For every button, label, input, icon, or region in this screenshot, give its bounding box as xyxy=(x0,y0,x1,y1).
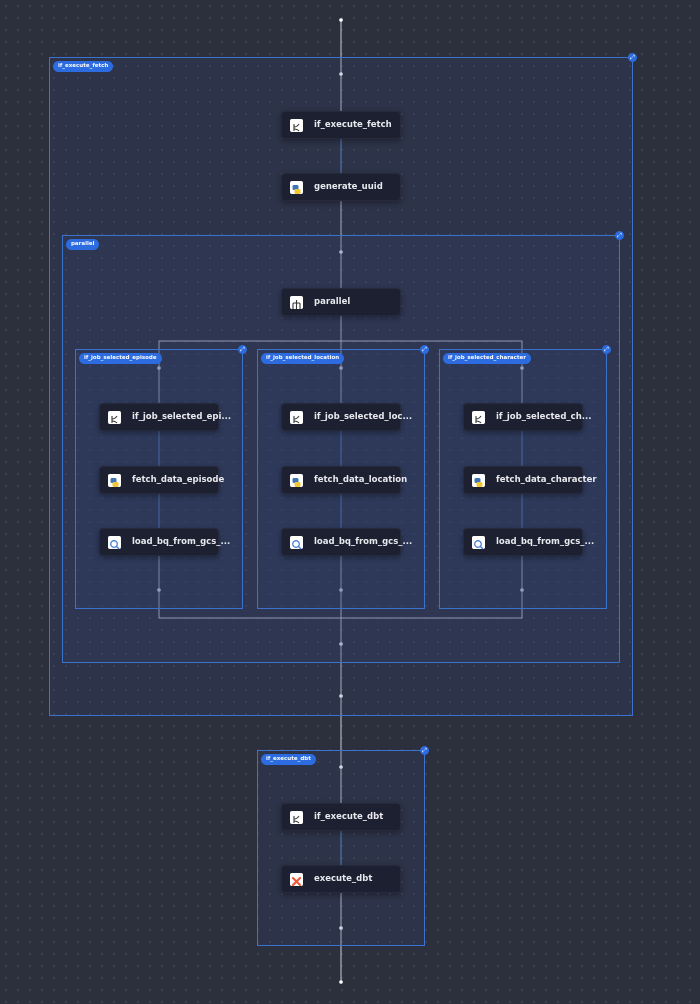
bigquery-icon xyxy=(472,536,485,550)
junction-dot xyxy=(157,366,161,370)
task-label: fetch_data_character xyxy=(496,475,597,485)
cluster-label-if-execute-fetch: if_execute_fetch xyxy=(53,61,114,72)
task-label: load_bq_from_gcs_... xyxy=(496,537,595,547)
task-label: if_execute_fetch xyxy=(314,120,392,130)
edge-connector xyxy=(341,340,523,403)
task-label: if_job_selected_ch... xyxy=(496,412,592,422)
task-node-execute-dbt[interactable]: execute_dbt xyxy=(281,865,401,893)
expand-arrows-icon[interactable]: ⤢ xyxy=(238,345,247,354)
task-label: fetch_data_location xyxy=(314,475,408,485)
cluster-label-if-job-selected-episode: if_job_selected_episode xyxy=(79,353,162,364)
task-node-load-bq-episode[interactable]: load_bq_from_gcs_... xyxy=(99,528,230,556)
task-node-generate-uuid[interactable]: generate_uuid xyxy=(281,173,401,201)
task-node-if-job-selected-location[interactable]: if_job_selected_loc... xyxy=(281,403,412,431)
task-node-fetch-data-location[interactable]: fetch_data_location xyxy=(281,466,407,494)
task-node-load-bq-character[interactable]: load_bq_from_gcs_... xyxy=(463,528,594,556)
python-icon xyxy=(472,474,485,487)
junction-dot xyxy=(339,926,343,930)
task-node-if-execute-dbt[interactable]: if_execute_dbt xyxy=(281,803,401,831)
task-node-if-job-selected-character[interactable]: if_job_selected_ch... xyxy=(463,403,591,431)
junction-dot xyxy=(339,18,343,22)
python-icon xyxy=(290,474,303,487)
cluster-label-if-job-selected-character: if_job_selected_character xyxy=(443,353,531,364)
cluster-if-execute-dbt: if_execute_dbt ⤢ xyxy=(257,746,429,946)
task-node-fetch-data-character[interactable]: fetch_data_character xyxy=(463,466,597,494)
branch-condition-icon xyxy=(290,119,303,132)
branch-condition-icon xyxy=(290,411,303,424)
task-node-if-job-selected-episode[interactable]: if_job_selected_epi... xyxy=(99,403,231,431)
branch-condition-icon xyxy=(290,811,303,824)
cluster-label-if-job-selected-location: if_job_selected_location xyxy=(261,353,345,364)
expand-arrows-icon[interactable]: ⤢ xyxy=(602,345,611,354)
cluster-label-parallel: parallel xyxy=(66,239,100,250)
task-label: parallel xyxy=(314,297,351,307)
task-label: execute_dbt xyxy=(314,874,373,884)
task-label: generate_uuid xyxy=(314,182,383,192)
task-label: if_job_selected_loc... xyxy=(314,412,413,422)
task-node-fetch-data-episode[interactable]: fetch_data_episode xyxy=(99,466,224,494)
python-icon xyxy=(108,474,121,487)
expand-arrows-icon[interactable]: ⤢ xyxy=(420,345,429,354)
bigquery-icon xyxy=(108,536,121,550)
junction-dot xyxy=(339,72,343,76)
task-label: load_bq_from_gcs_... xyxy=(314,537,413,547)
expand-arrows-icon[interactable]: ⤢ xyxy=(615,231,624,240)
junction-dot xyxy=(339,250,343,254)
junction-dot xyxy=(339,980,343,984)
python-icon xyxy=(290,181,303,194)
bigquery-icon xyxy=(290,536,303,550)
junction-dot xyxy=(339,642,343,646)
expand-arrows-icon[interactable]: ⤢ xyxy=(420,746,429,755)
junction-dot xyxy=(339,366,343,370)
task-label: if_job_selected_epi... xyxy=(132,412,232,422)
parallel-flow-icon xyxy=(290,296,303,309)
edge-connector xyxy=(158,340,341,403)
branch-condition-icon xyxy=(472,411,485,424)
junction-dot xyxy=(339,765,343,769)
task-label: load_bq_from_gcs_... xyxy=(132,537,231,547)
cluster-if-execute-fetch: if_execute_fetch ⤢ xyxy=(49,53,637,716)
junction-dot xyxy=(520,588,524,592)
task-label: fetch_data_episode xyxy=(132,475,225,485)
junction-dot xyxy=(157,588,161,592)
junction-dot xyxy=(339,588,343,592)
branch-condition-icon xyxy=(108,411,121,424)
task-label: if_execute_dbt xyxy=(314,812,384,822)
cluster-label-if-execute-dbt: if_execute_dbt xyxy=(261,754,316,765)
expand-arrows-icon[interactable]: ⤢ xyxy=(628,53,637,62)
task-node-if-execute-fetch[interactable]: if_execute_fetch xyxy=(281,111,401,139)
junction-dot xyxy=(339,694,343,698)
junction-dot xyxy=(520,366,524,370)
task-node-parallel[interactable]: parallel xyxy=(281,288,401,316)
dbt-icon xyxy=(290,873,303,887)
task-node-load-bq-location[interactable]: load_bq_from_gcs_... xyxy=(281,528,412,556)
